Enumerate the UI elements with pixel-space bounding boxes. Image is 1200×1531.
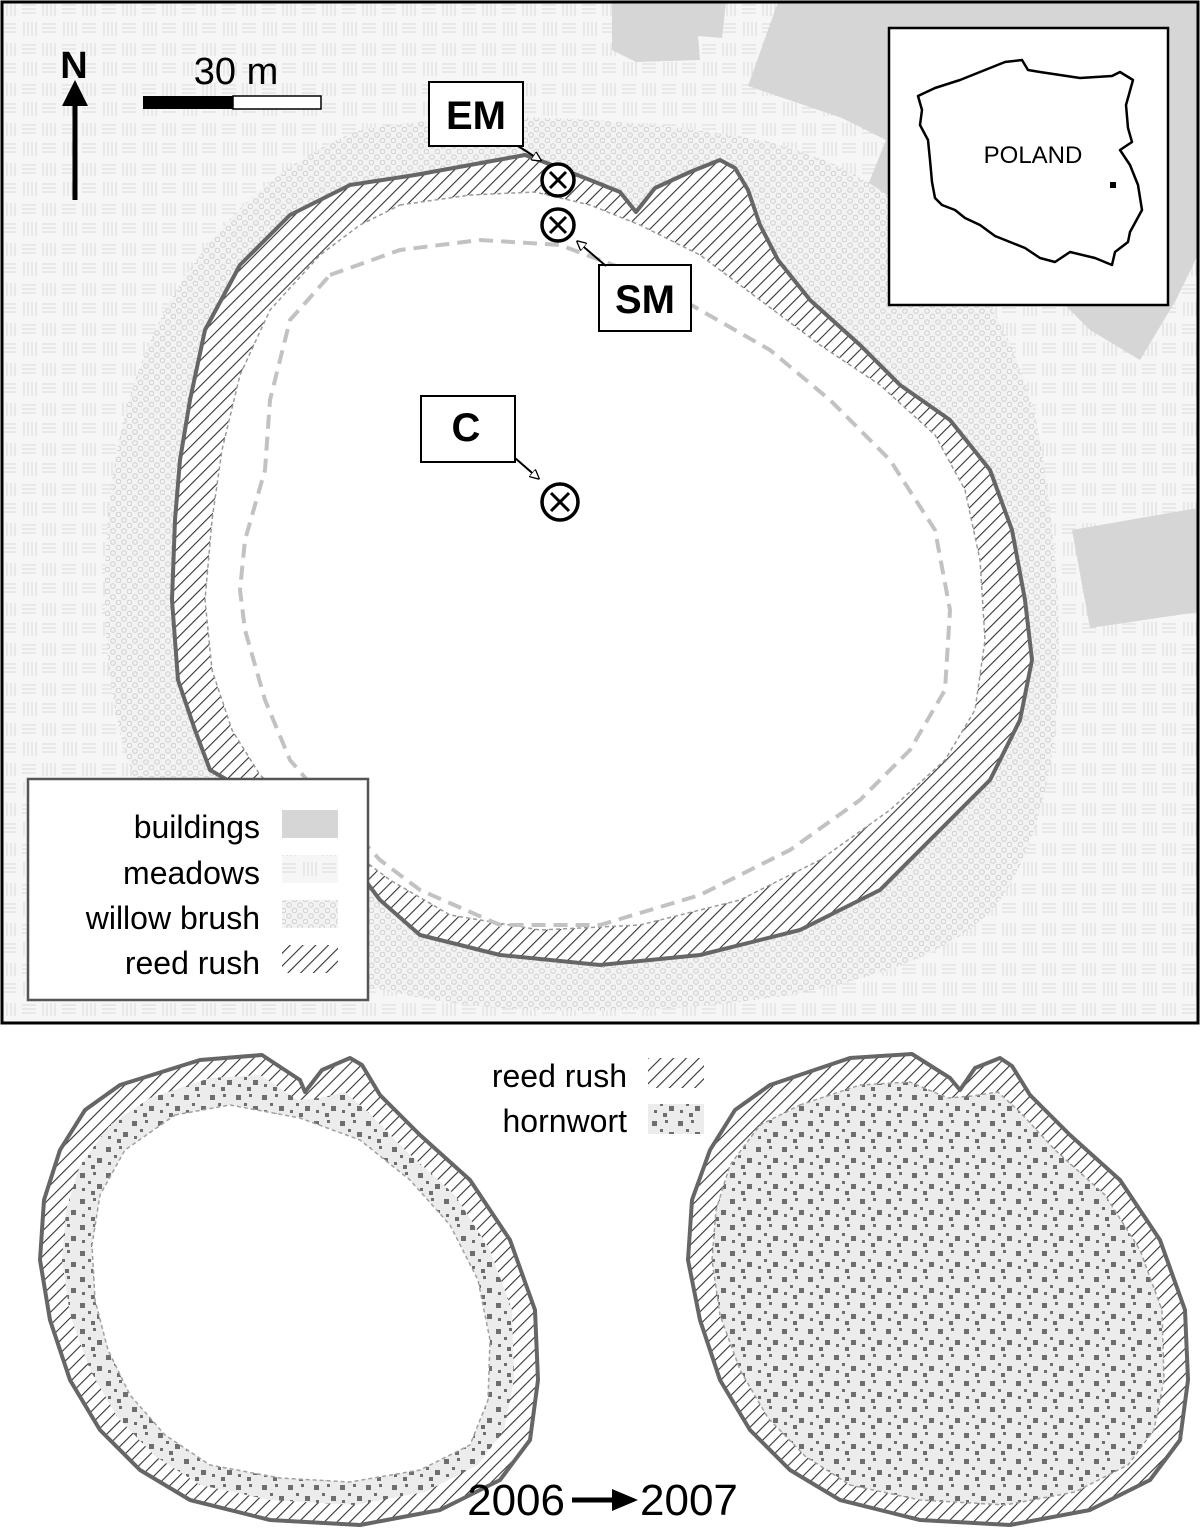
site-c: C [420,395,580,522]
year-arrow-head [612,1489,638,1511]
main-map-frame [0,0,1200,1025]
north-arrow-head [62,80,88,106]
legend-lower-label-hornwort: hornwort [503,1103,628,1139]
scale-bar-dark [143,96,233,109]
open-water [204,191,986,931]
north-label: N [60,45,87,87]
scale-bar: 30 m [143,51,322,110]
building [612,2,726,62]
site-marker-em-cross [548,170,568,190]
site-pointer-em [517,145,540,160]
legend-label-reed: reed rush [125,945,260,981]
inset-map: POLAND [887,26,1170,307]
site-pointer-sm [578,242,607,267]
site-label-box-c [420,395,516,463]
site-pointer-c [514,457,538,478]
legend-swatch-willow [282,900,338,928]
north-arrow: N [60,45,88,200]
site-sm: SM [540,207,692,332]
site-label-box-em [428,81,524,147]
legend-lower: reed rush hornwort [492,1058,704,1139]
legend-swatch-reed [282,945,338,973]
year-transition: 2006 2007 [467,1476,738,1525]
inset-country-label: POLAND [984,142,1083,169]
legend-main: buildings meadows willow brush reed rush [26,777,370,1002]
hornwort-2007 [711,1081,1165,1506]
site-label-em: EM [446,94,506,138]
lake-2007 [686,1052,1190,1527]
legend-label-willow: willow brush [85,900,260,936]
legend-label-buildings: buildings [134,809,260,845]
legend-swatch-buildings [282,810,338,838]
open-water-2006 [91,1104,491,1483]
legend-lower-swatch-hornwort [648,1104,704,1134]
legend-lower-swatch-reed [648,1058,704,1088]
scale-label: 30 m [194,51,278,93]
legend-swatch-meadows [282,855,338,883]
building [1072,508,1198,628]
legend-label-meadows: meadows [123,855,260,891]
site-marker-c-cross [549,491,571,513]
site-label-c: C [452,406,481,450]
poland-outline [916,58,1144,267]
year-from: 2006 [467,1476,565,1525]
scale-bar-light [232,95,322,110]
site-marker-sm-cross [548,215,568,235]
site-label-sm: SM [615,278,675,322]
legend-lower-label-reed: reed rush [492,1058,627,1094]
study-site-dot [1110,182,1116,188]
year-to: 2007 [640,1476,738,1525]
site-em: EM [428,81,576,198]
lake-2006 [38,1053,540,1527]
main-map: EM SM C N 30 m [0,0,1200,1025]
site-label-box-sm [598,264,692,332]
